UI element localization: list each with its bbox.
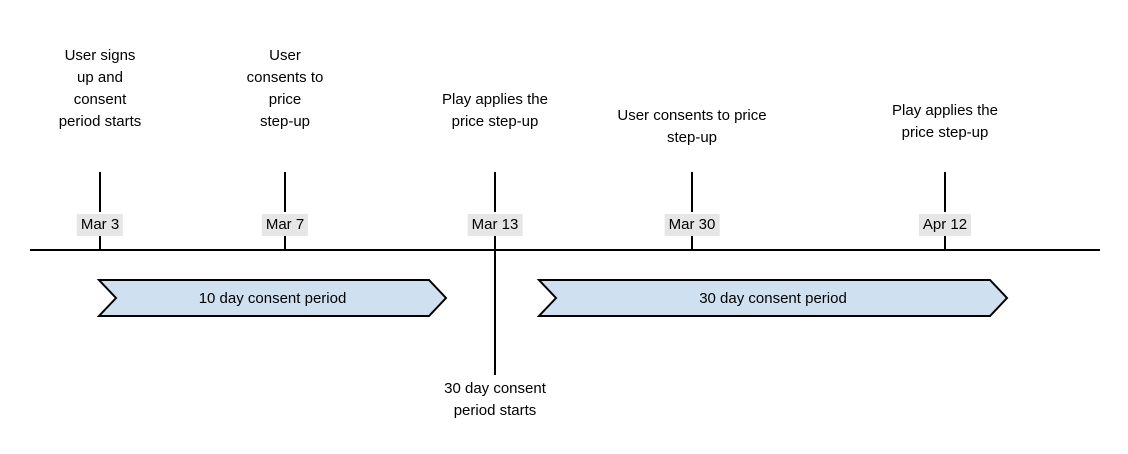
callout-mar-13-below: 30 day consent period starts xyxy=(444,380,546,419)
tick-mar-3-lower xyxy=(99,236,101,250)
date-chip-mar-7: Mar 7 xyxy=(261,214,309,236)
chevron-shape-30-day xyxy=(536,279,1009,317)
date-chip-apr-12: Apr 12 xyxy=(918,214,972,236)
tick-mar-30-lower xyxy=(691,236,693,250)
date-chip-mar-30: Mar 30 xyxy=(664,214,720,236)
tick-mar-13-extended xyxy=(494,236,496,375)
tick-apr-12 xyxy=(944,172,946,212)
callout-mar-3: User signs up and consent period starts xyxy=(58,47,142,130)
tick-mar-13 xyxy=(494,172,496,212)
tick-mar-7-lower xyxy=(284,236,286,250)
period-bar-30-day: 30 day consent period xyxy=(536,279,1009,317)
callout-apr-12: Play applies the price step-up xyxy=(892,102,998,141)
tick-mar-3 xyxy=(99,172,101,212)
tick-mar-7 xyxy=(284,172,286,212)
timeline-axis xyxy=(30,249,1100,251)
callout-mar-7: User consents to price step-up xyxy=(246,47,324,130)
period-bar-10-day: 10 day consent period xyxy=(96,279,448,317)
tick-mar-30 xyxy=(691,172,693,212)
date-chip-mar-3: Mar 3 xyxy=(76,214,124,236)
callout-mar-30: User consents to price step-up xyxy=(617,107,767,146)
date-chip-mar-13: Mar 13 xyxy=(467,214,523,236)
chevron-shape-10-day xyxy=(96,279,448,317)
tick-apr-12-lower xyxy=(944,236,946,250)
callout-mar-13: Play applies the price step-up xyxy=(442,91,548,130)
